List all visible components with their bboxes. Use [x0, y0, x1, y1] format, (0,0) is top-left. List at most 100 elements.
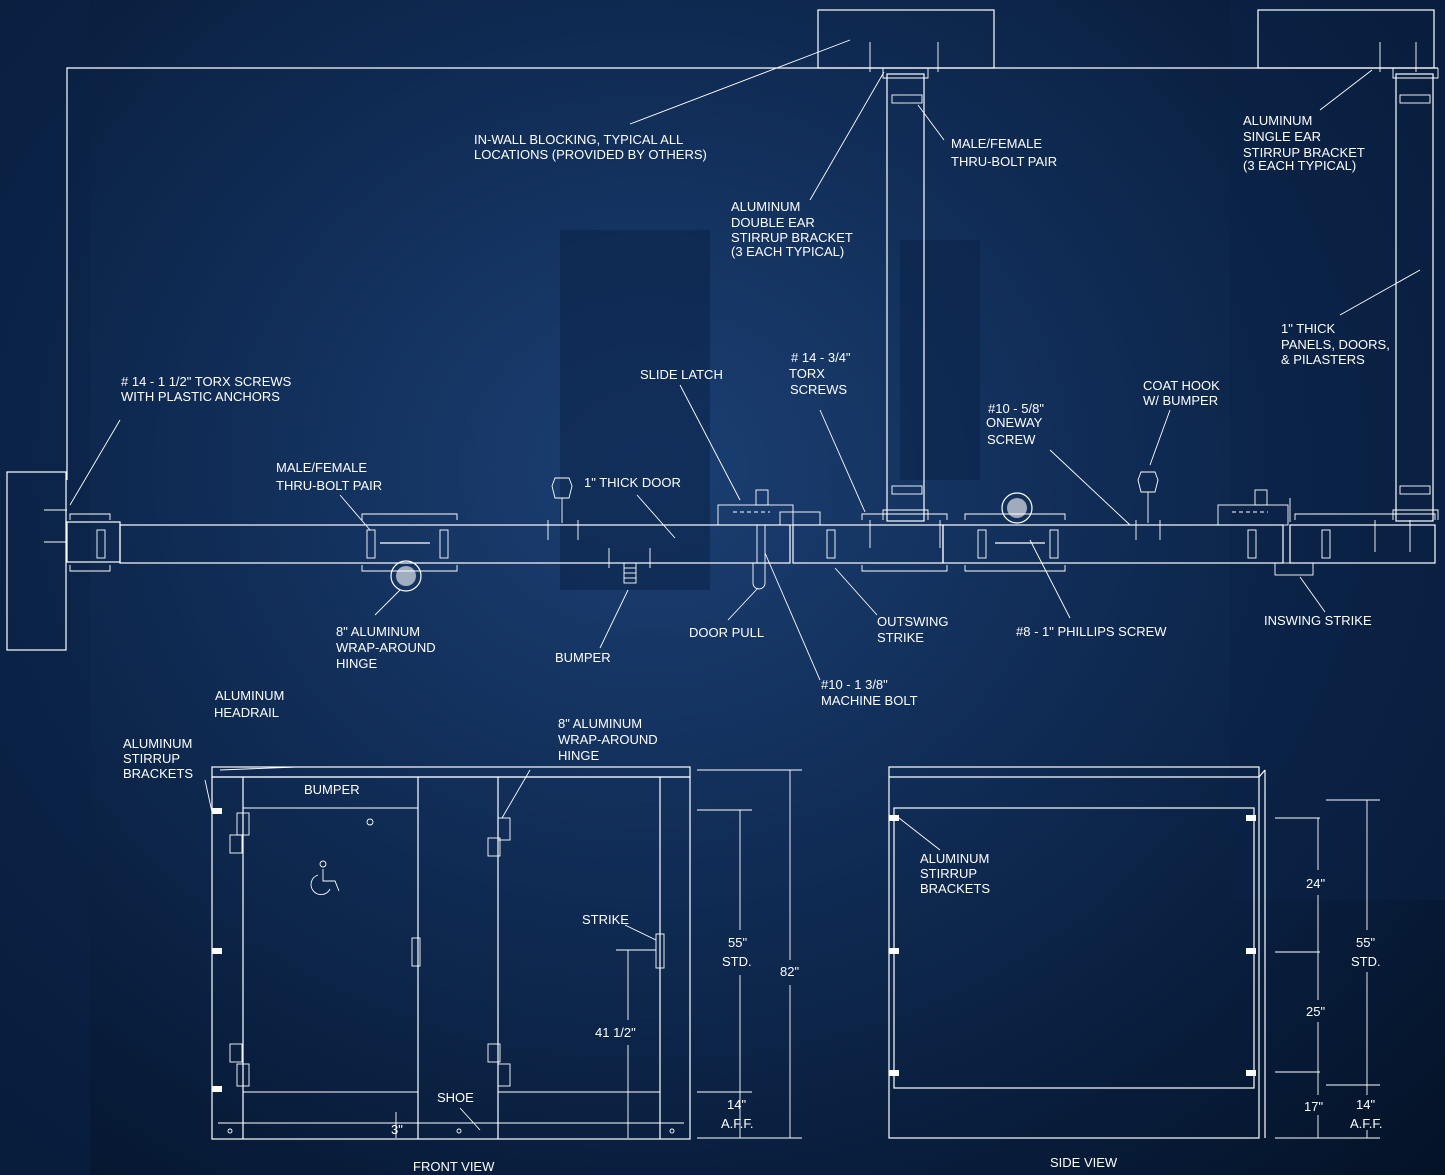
label-line: IN-WALL BLOCKING, TYPICAL ALL	[474, 132, 683, 147]
label-line: HINGE	[558, 748, 600, 763]
label-line: #10 - 5/8"	[988, 401, 1044, 416]
dim-24: 24"	[1306, 876, 1325, 891]
label-single-ear-bracket: ALUMINUM SINGLE EAR STIRRUP BRACKET (3 E…	[1243, 113, 1368, 173]
label-line: STIRRUP BRACKET	[1243, 145, 1365, 160]
stirrup-brackets-front	[212, 808, 222, 1092]
label-male-female-top: MALE/FEMALE THRU-BOLT PAIR	[951, 136, 1057, 169]
label-oneway-screw: #10 - 5/8" ONEWAY SCREW	[986, 401, 1048, 447]
label-male-female-bottom: MALE/FEMALE THRU-BOLT PAIR	[276, 460, 382, 493]
label-line: STIRRUP	[920, 866, 977, 881]
label-line: MALE/FEMALE	[276, 460, 367, 475]
plan-view: IN-WALL BLOCKING, TYPICAL ALL LOCATIONS …	[6, 9, 1439, 708]
label-headrail: ALUMINUM HEADRAIL	[214, 688, 288, 720]
door-panel	[119, 524, 791, 564]
label-line: OUTSWING	[877, 614, 949, 629]
label-line: WITH PLASTIC ANCHORS	[121, 389, 280, 404]
dim-55-front: 55"	[728, 935, 747, 950]
label-phillips-screw: #8 - 1" PHILLIPS SCREW	[1016, 624, 1167, 639]
bumper-plan	[623, 562, 637, 584]
front-view-title: FRONT VIEW	[413, 1159, 495, 1174]
door-pull-plan	[752, 563, 766, 590]
label-line: COAT HOOK	[1143, 378, 1220, 393]
hinge-front-right	[487, 817, 511, 1087]
label-line: #10 - 1 3/8"	[821, 677, 888, 692]
wall-blocking-left	[6, 471, 67, 651]
label-line: INSWING STRIKE	[1264, 613, 1372, 628]
dim-82: 82"	[780, 964, 799, 979]
label-hinge-plan: 8" ALUMINUM WRAP-AROUND HINGE	[336, 624, 439, 671]
label-stirrup-side: ALUMINUM STIRRUP BRACKETS	[920, 851, 993, 896]
pilaster-center	[792, 524, 944, 564]
label-line: SLIDE LATCH	[640, 367, 723, 382]
dim-aff-side: A.F.F.	[1350, 1116, 1383, 1131]
bumper-front	[366, 818, 374, 826]
label-outswing-strike: OUTSWING STRIKE	[877, 614, 952, 645]
label-torx-screws-1-5: # 14 - 1 1/2" TORX SCREWS WITH PLASTIC A…	[121, 374, 295, 404]
label-line: BRACKETS	[123, 766, 193, 781]
hinge-plan-right	[995, 492, 1045, 544]
side-dimension-lines	[898, 799, 1380, 1139]
label-line: W/ BUMPER	[1143, 393, 1218, 408]
label-coat-hook: COAT HOOK W/ BUMPER	[1143, 378, 1223, 408]
dim-3: 3"	[391, 1122, 403, 1137]
label-line: STIRRUP BRACKET	[731, 230, 853, 245]
shoe-dot	[456, 1128, 462, 1134]
label-line: 1" THICK	[1281, 321, 1336, 336]
label-line: ONEWAY	[986, 415, 1043, 430]
strike-front	[655, 933, 665, 969]
label-line: ALUMINUM	[920, 851, 989, 866]
label-line: WRAP-AROUND	[336, 640, 436, 655]
label-line: THRU-BOLT PAIR	[951, 154, 1057, 169]
label-line: PANELS, DOORS,	[1281, 337, 1390, 352]
side-view-title: SIDE VIEW	[1050, 1155, 1118, 1170]
label-line: # 14 - 3/4"	[791, 350, 851, 365]
label-line: DOOR PULL	[689, 625, 764, 640]
thru-bolts	[96, 94, 1431, 564]
front-view: ALUMINUM HEADRAIL ALUMINUM STIRRUP BRACK…	[123, 688, 802, 1174]
label-door-pull: DOOR PULL	[689, 625, 764, 640]
label-strike-front: STRIKE	[582, 912, 629, 927]
label-in-wall-blocking: IN-WALL BLOCKING, TYPICAL ALL LOCATIONS …	[474, 132, 707, 162]
label-hinge-front: 8" ALUMINUM WRAP-AROUND HINGE	[558, 716, 661, 763]
label-line: TORX	[789, 366, 825, 381]
side-frame-outer	[888, 766, 1260, 1139]
label-line: THRU-BOLT PAIR	[276, 478, 382, 493]
panel-vertical-right	[1395, 73, 1434, 522]
dim-14-side: 14"	[1356, 1097, 1375, 1112]
label-line: ALUMINUM	[215, 688, 284, 703]
panel-vertical-center	[886, 73, 925, 522]
label-line: ALUMINUM	[123, 736, 192, 751]
label-shoe: SHOE	[437, 1090, 474, 1105]
headrail	[211, 766, 691, 778]
label-line: 1" THICK DOOR	[584, 475, 681, 490]
label-line: (3 EACH TYPICAL)	[731, 244, 844, 259]
dim-25: 25"	[1306, 1004, 1325, 1019]
label-bumper-plan: BUMPER	[555, 650, 611, 665]
label-line: DOUBLE EAR	[731, 215, 815, 230]
wall-blocking-top-center	[817, 9, 995, 69]
label-line: SINGLE EAR	[1243, 129, 1321, 144]
label-bumper-front: BUMPER	[304, 782, 360, 797]
hinge-plan-left	[380, 542, 430, 592]
label-line: ALUMINUM	[1243, 113, 1312, 128]
hinge-front-left	[229, 812, 250, 1087]
dim-17: 17"	[1304, 1099, 1323, 1114]
label-line: WRAP-AROUND	[558, 732, 658, 747]
label-line: SCREW	[987, 432, 1036, 447]
label-line: 8" ALUMINUM	[336, 624, 420, 639]
wheelchair-accessible-icon	[310, 860, 340, 895]
inswing-strike-plan	[1217, 489, 1314, 576]
dim-41-5: 41 1/2"	[595, 1025, 636, 1040]
label-slide-latch: SLIDE LATCH	[640, 367, 723, 382]
side-panel	[893, 807, 1255, 1089]
label-line: STIRRUP	[123, 751, 180, 766]
stirrup-brackets-side	[889, 815, 1256, 1076]
headrail-side-end	[1258, 769, 1266, 778]
label-double-ear-bracket: ALUMINUM DOUBLE EAR STIRRUP BRACKET (3 E…	[731, 199, 856, 259]
dim-14-front: 14"	[727, 1097, 746, 1112]
door-latch-front	[411, 937, 421, 967]
label-torx-screws-3-4: # 14 - 3/4" TORX SCREWS	[789, 350, 854, 397]
coat-hook-right	[1137, 471, 1159, 523]
label-line: & PILASTERS	[1281, 352, 1365, 367]
